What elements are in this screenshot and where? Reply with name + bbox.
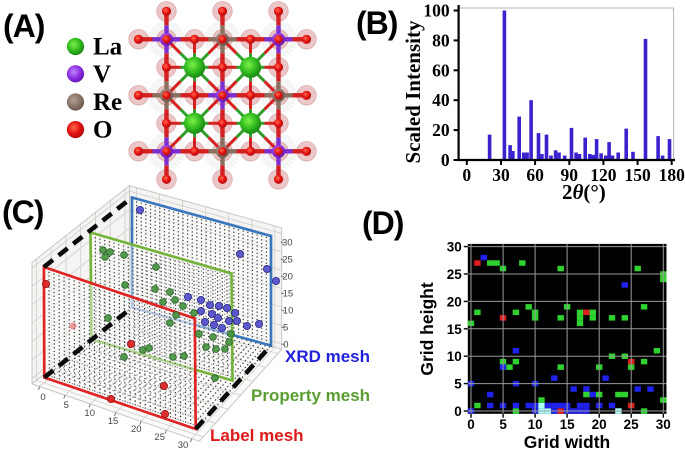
svg-text:90: 90	[561, 165, 579, 185]
svg-text:25: 25	[154, 432, 165, 443]
svg-text:40: 40	[432, 90, 450, 110]
svg-text:20: 20	[282, 271, 293, 282]
svg-text:5: 5	[454, 377, 462, 392]
svg-text:25: 25	[282, 254, 293, 265]
svg-text:0: 0	[283, 339, 288, 350]
svg-text:Grid height: Grid height	[417, 282, 437, 376]
svg-text:La: La	[93, 34, 123, 61]
svg-text:Re: Re	[93, 89, 122, 116]
svg-text:10: 10	[447, 349, 462, 364]
svg-text:15: 15	[447, 322, 463, 337]
svg-text:60: 60	[526, 165, 544, 185]
svg-text:20: 20	[131, 424, 142, 435]
svg-text:180: 180	[659, 165, 685, 185]
svg-text:Scaled Intensity: Scaled Intensity	[401, 20, 425, 163]
svg-text:10: 10	[84, 408, 95, 419]
svg-text:20: 20	[592, 417, 607, 432]
svg-text:15: 15	[108, 416, 119, 427]
svg-text:25: 25	[624, 417, 640, 432]
svg-text:120: 120	[590, 165, 617, 185]
svg-text:30: 30	[282, 237, 293, 248]
svg-text:Grid width: Grid width	[524, 432, 611, 452]
svg-text:80: 80	[432, 30, 450, 50]
svg-text:150: 150	[624, 165, 651, 185]
svg-text:0: 0	[467, 417, 475, 432]
svg-text:V: V	[93, 61, 111, 88]
svg-text:0: 0	[441, 150, 450, 170]
svg-text:Label mesh: Label mesh	[210, 426, 304, 445]
svg-text:2θ(°): 2θ(°)	[562, 180, 606, 204]
svg-text:10: 10	[528, 417, 543, 432]
svg-text:0: 0	[40, 392, 45, 403]
svg-text:0: 0	[462, 165, 471, 185]
svg-text:30: 30	[178, 440, 189, 451]
svg-text:30: 30	[656, 417, 671, 432]
svg-text:100: 100	[423, 1, 450, 21]
svg-text:30: 30	[447, 240, 462, 255]
svg-text:O: O	[93, 117, 112, 144]
svg-text:XRD mesh: XRD mesh	[285, 347, 370, 366]
svg-text:10: 10	[283, 305, 294, 316]
svg-text:Property mesh: Property mesh	[251, 386, 370, 405]
svg-text:5: 5	[64, 400, 69, 411]
svg-text:5: 5	[283, 322, 288, 333]
svg-text:30: 30	[492, 165, 510, 185]
svg-text:15: 15	[283, 288, 294, 299]
svg-text:25: 25	[447, 267, 463, 282]
svg-text:20: 20	[447, 294, 462, 309]
svg-text:15: 15	[560, 417, 576, 432]
svg-text:0: 0	[454, 404, 462, 419]
svg-text:20: 20	[432, 120, 450, 140]
svg-text:60: 60	[432, 60, 450, 80]
svg-text:5: 5	[499, 417, 507, 432]
